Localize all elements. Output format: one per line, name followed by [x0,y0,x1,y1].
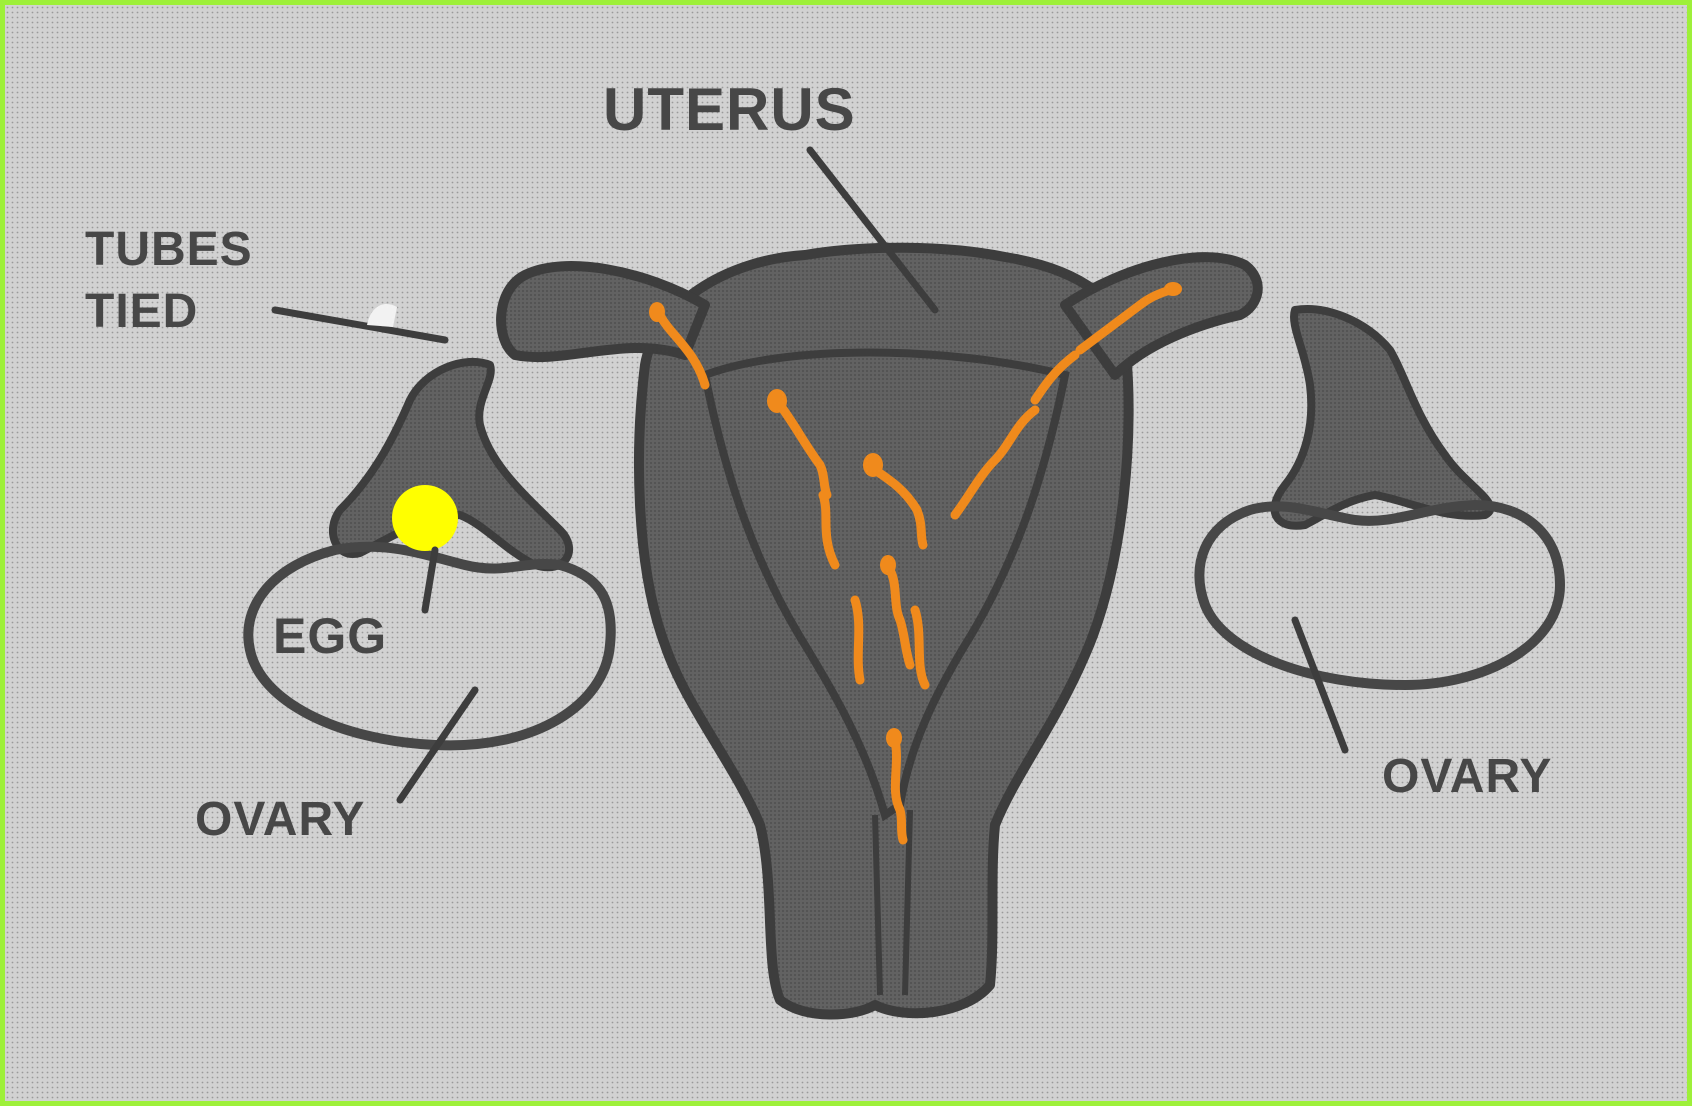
sperm [855,600,860,680]
label-ovary-right: OVARY [1382,750,1552,803]
sperm-head [880,555,896,575]
label-uterus: UTERUS [603,76,856,143]
sperm-head [886,728,902,748]
label-egg: EGG [273,608,387,664]
label-tubes: TUBES [85,223,253,276]
sperm-head [767,389,787,413]
egg [392,485,458,551]
label-ovary-left: OVARY [195,793,365,846]
diagram-frame: UTERUS TUBES TIED EGG OVARY OVARY [5,5,1687,1101]
label-tied: TIED [85,285,198,338]
uterus-diagram: UTERUS TUBES TIED EGG OVARY OVARY [5,5,1687,1101]
sperm-head [1164,282,1182,296]
sperm-head [863,453,883,477]
sperm-head [649,302,665,322]
